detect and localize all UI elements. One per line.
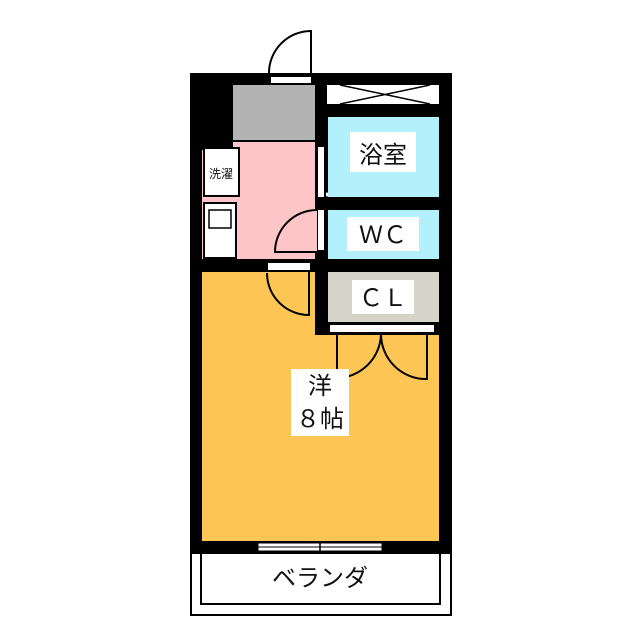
- bath-door-slider: [318, 147, 324, 197]
- closet-label: ＣＬ: [359, 284, 407, 312]
- washer-space: [203, 147, 240, 197]
- sink-basin-icon: [208, 209, 232, 229]
- room-door-icon: [266, 272, 310, 317]
- western-room-label: 洋: [308, 372, 332, 400]
- laundry-label: 洗濯: [209, 167, 233, 181]
- entrance-area: [233, 85, 315, 140]
- closet-door-track: [330, 325, 434, 332]
- toilet-label: ＷＣ: [359, 221, 407, 249]
- wc-door-opening: [318, 210, 324, 250]
- wc-door-icon: [273, 209, 318, 253]
- room-door-opening: [268, 263, 310, 270]
- entrance-door-icon: [268, 29, 312, 74]
- veranda-label: ベランダ: [272, 564, 368, 592]
- bath-label: 浴室: [359, 141, 407, 169]
- shaft-cross-icon: [339, 84, 431, 105]
- entrance-door-opening: [271, 77, 311, 83]
- western-room-size: ８帖: [296, 405, 344, 433]
- closet-door-icon: [336, 333, 428, 381]
